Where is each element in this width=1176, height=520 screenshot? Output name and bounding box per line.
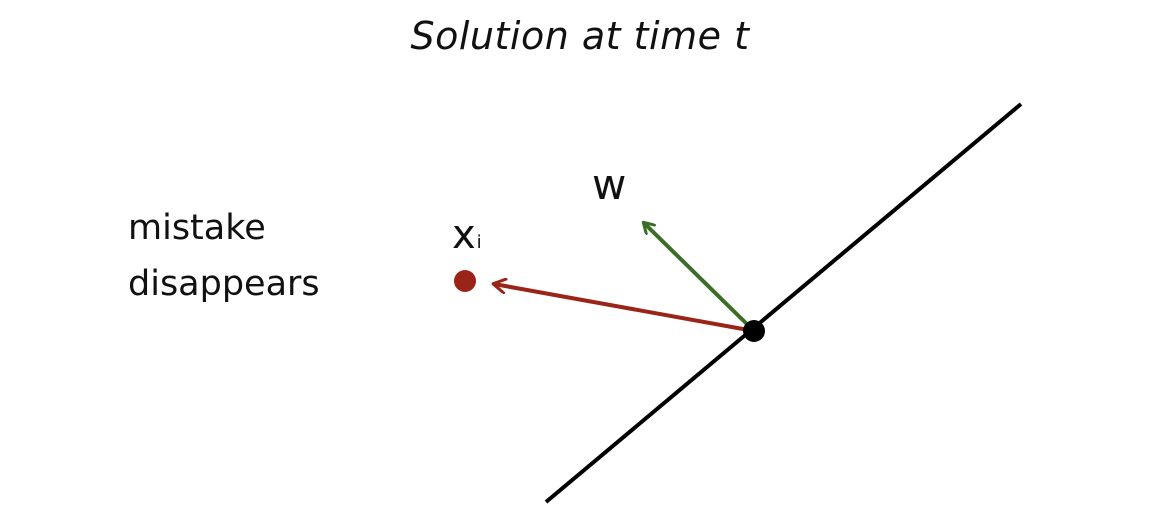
label-x-subscript: i [476, 232, 482, 253]
label-x-letter: x [452, 212, 476, 258]
caption: mistake disappears [128, 200, 320, 312]
data-point-xi [454, 270, 476, 292]
decision-boundary-line [544, 102, 1023, 504]
origin-point [743, 320, 765, 342]
vector-to-xi-arrow [494, 284, 755, 333]
weight-vector-w-arrow [644, 223, 756, 333]
caption-line-1: mistake [128, 208, 266, 248]
label-x-i: xi [452, 212, 482, 258]
caption-line-2: disappears [128, 264, 320, 304]
diagram-title: Solution at time t [410, 14, 750, 58]
label-w: w [592, 160, 627, 209]
